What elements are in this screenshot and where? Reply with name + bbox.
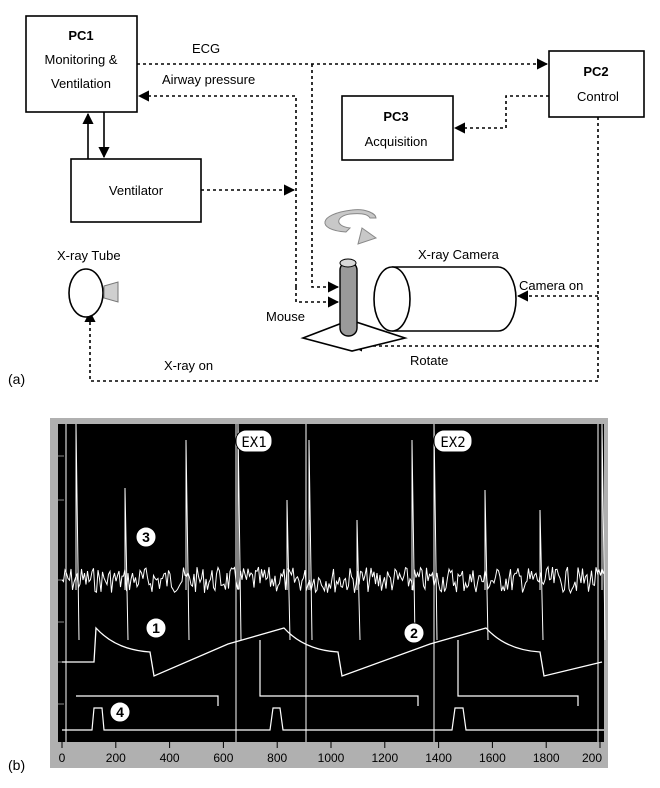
x-tick-label: 1600 bbox=[479, 751, 506, 765]
x-tick-label: 200 bbox=[582, 751, 602, 765]
trace-label-1-text: 1 bbox=[152, 620, 160, 636]
rotation-stage bbox=[300, 319, 408, 352]
ecg-branch-to-mouse bbox=[311, 64, 340, 293]
trace-4-trigger bbox=[62, 707, 604, 731]
trace-3-spike bbox=[539, 509, 544, 641]
trace-label-2: 2 bbox=[403, 622, 425, 644]
pc1-line1: Monitoring & bbox=[45, 52, 118, 67]
marker-ex2-label: EX2 bbox=[440, 435, 465, 451]
trace-2-ventilation-state bbox=[76, 640, 579, 706]
marker-ex1: EX1 bbox=[235, 429, 273, 453]
trace-label-1: 1 bbox=[145, 617, 167, 639]
marker-ex2: EX2 bbox=[433, 429, 473, 453]
x-tick-label: 800 bbox=[267, 751, 287, 765]
rotation-arrowhead-icon bbox=[357, 227, 378, 245]
trace-3-spike bbox=[601, 423, 606, 641]
x-tick-label: 1200 bbox=[371, 751, 398, 765]
camera-on-label: Camera on bbox=[519, 278, 583, 293]
x-tick-label: 600 bbox=[213, 751, 233, 765]
trace-label-4-text: 4 bbox=[116, 704, 124, 720]
mouse-label: Mouse bbox=[266, 309, 305, 324]
mouse-holder bbox=[339, 261, 358, 337]
trace-label-4: 4 bbox=[109, 701, 131, 723]
trace-3-spike bbox=[286, 499, 291, 641]
x-tick-label: 200 bbox=[106, 751, 126, 765]
x-tick-label: 0 bbox=[59, 751, 66, 765]
trace-3-spike bbox=[411, 439, 416, 641]
trace-3-spike bbox=[75, 423, 80, 641]
trace-label-2-text: 2 bbox=[410, 625, 418, 641]
ventilator-label: Ventilator bbox=[109, 183, 164, 198]
airway-pressure-label: Airway pressure bbox=[162, 72, 255, 87]
pc2-to-pc3-line bbox=[453, 95, 549, 134]
trace-1-airway-pressure bbox=[62, 626, 603, 677]
panel-a: PC1 Monitoring & Ventilation PC2 Control… bbox=[8, 15, 645, 387]
trace-label-3: 3 bbox=[135, 526, 157, 548]
x-axis: 0 200 400 600 800 1000 1200 1400 1600 1800 200 bbox=[59, 742, 602, 765]
trace-3-ecg bbox=[61, 565, 604, 595]
airway-pressure-line bbox=[137, 90, 297, 287]
traces bbox=[61, 423, 606, 742]
marker-ex1-label: EX1 bbox=[241, 435, 266, 451]
xray-camera-body bbox=[392, 266, 517, 332]
pc1-line2: Ventilation bbox=[51, 76, 111, 91]
pc1-title: PC1 bbox=[68, 28, 93, 43]
pc2-box bbox=[548, 50, 645, 118]
pc1-box bbox=[25, 15, 138, 113]
pc3-title: PC3 bbox=[383, 109, 408, 124]
marker-ex2-box bbox=[433, 429, 473, 453]
rotation-icon bbox=[324, 209, 377, 233]
trace-3-spike bbox=[124, 487, 129, 641]
xray-camera-lens bbox=[373, 266, 411, 332]
trace-label-3-text: 3 bbox=[142, 529, 150, 545]
rotate-label: Rotate bbox=[410, 353, 448, 368]
trace-3-spike bbox=[356, 519, 361, 641]
ecg-label: ECG bbox=[192, 41, 220, 56]
x-tick-label: 1000 bbox=[318, 751, 345, 765]
airway-to-mouse bbox=[295, 287, 340, 308]
pc3-box bbox=[341, 95, 454, 161]
panel-a-label: (a) bbox=[8, 371, 25, 387]
pc2-control-bus bbox=[84, 117, 599, 382]
trace-3-spike bbox=[308, 439, 313, 641]
panel-b-label: (b) bbox=[8, 757, 25, 773]
xray-tube-body bbox=[68, 268, 104, 318]
x-tick-label: 1400 bbox=[425, 751, 452, 765]
pc3-line1: Acquisition bbox=[365, 134, 428, 149]
trace-3-spike bbox=[185, 439, 190, 641]
mouse-holder-top bbox=[339, 258, 357, 268]
trace-3-spike bbox=[484, 489, 489, 641]
panel-b: EX1 EX2 3 1 2 4 0 200 400 600 800 1000 1200 140… bbox=[8, 418, 608, 773]
x-tick-label: 400 bbox=[160, 751, 180, 765]
pc2-line1: Control bbox=[577, 89, 619, 104]
xray-tube-nozzle bbox=[103, 281, 119, 303]
pc2-title: PC2 bbox=[583, 64, 608, 79]
ventilator-box bbox=[70, 158, 202, 223]
xray-on-label: X-ray on bbox=[164, 358, 213, 373]
marker-ex1-box bbox=[235, 429, 273, 453]
xray-tube-label: X-ray Tube bbox=[57, 248, 121, 263]
xray-camera-label: X-ray Camera bbox=[418, 247, 500, 262]
x-tick-label: 1800 bbox=[533, 751, 560, 765]
trace-3-spike bbox=[237, 423, 242, 641]
